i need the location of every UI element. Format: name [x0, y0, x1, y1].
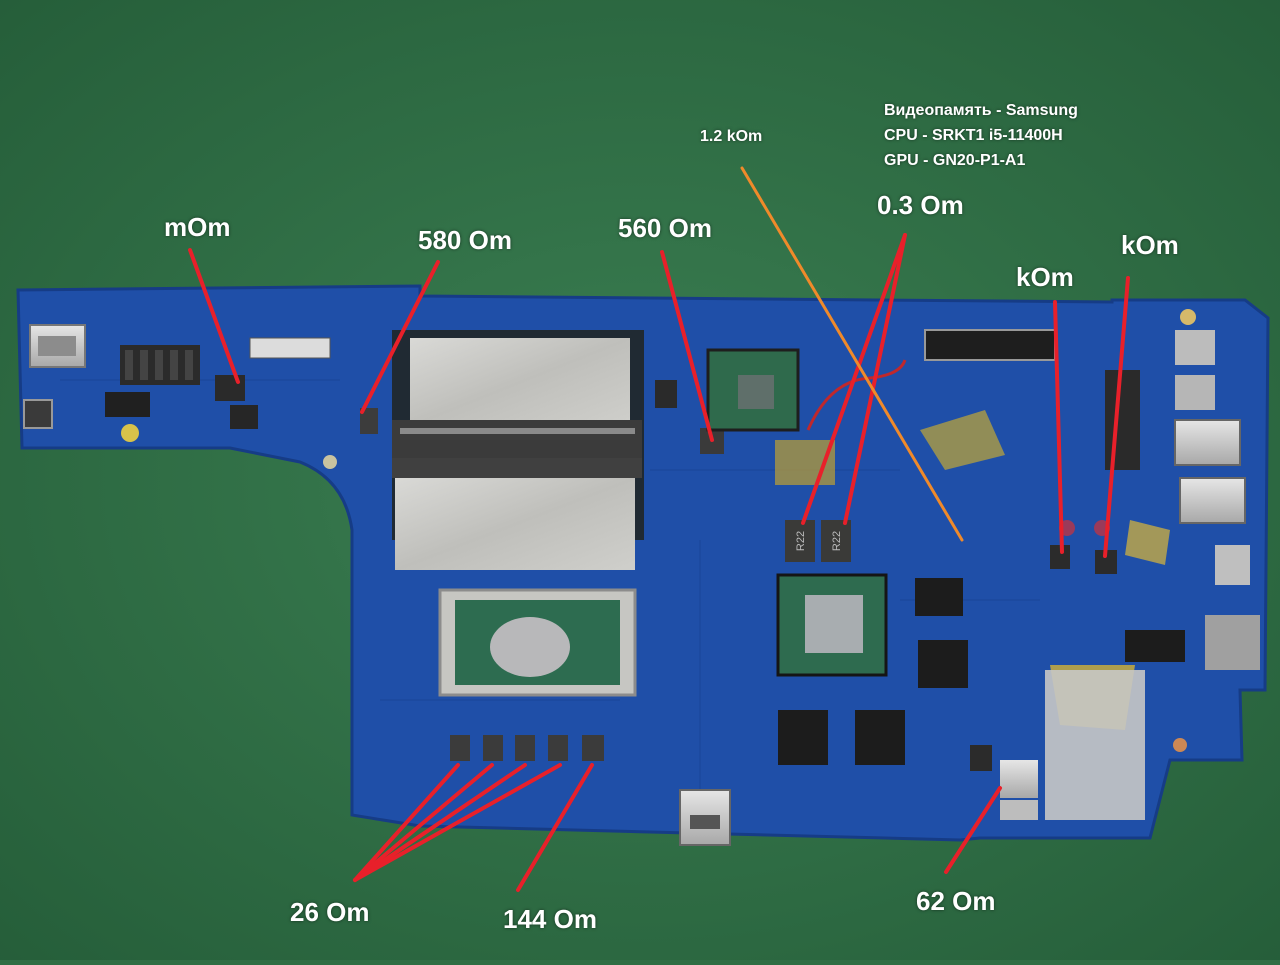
label-mom: mOm [164, 212, 231, 242]
component-info-block: Видеопамять - Samsung CPU - SRKT1 i5-114… [884, 98, 1078, 173]
label-580-om: 580 Om [418, 225, 512, 255]
arrow-580 [360, 260, 440, 414]
cpu-info: CPU - SRKT1 i5-11400H [884, 127, 1063, 144]
arrow-26-a [353, 763, 460, 882]
label-kom-left: kOm [1016, 262, 1074, 292]
arrow-26-b [353, 763, 494, 882]
label-kom-right: kOm [1121, 230, 1179, 260]
label-1-2-kom: 1.2 kOm [700, 128, 763, 145]
vram-info: Видеопамять - Samsung [884, 102, 1078, 119]
arrow-144 [516, 763, 594, 892]
arrow-560 [660, 250, 714, 442]
arrow-kom-right [1103, 276, 1130, 558]
arrow-03-b [843, 233, 907, 525]
arrow-03-a [801, 233, 907, 525]
annotation-arrows [188, 233, 1130, 892]
arrow-26-c [353, 763, 527, 882]
r22-marking-a: R22 [795, 531, 807, 551]
cpu-die-thermal-paste [490, 617, 570, 677]
ram-module-top [410, 338, 630, 426]
label-144-om: 144 Om [503, 904, 597, 934]
label-0-3-om: 0.3 Om [877, 190, 964, 220]
label-26-om: 26 Om [290, 897, 370, 927]
arrow-kom-left [1053, 300, 1064, 554]
ram-module-bottom [395, 478, 635, 570]
label-62-om: 62 Om [916, 886, 996, 916]
label-560-om: 560 Om [618, 213, 712, 243]
r22-marking-b: R22 [831, 531, 843, 551]
arrow-62 [944, 786, 1002, 874]
arrow-12k [740, 166, 964, 542]
gpu-info: GPU - GN20-P1-A1 [884, 152, 1026, 169]
arrow-26-d [353, 763, 562, 882]
arrow-mom [188, 248, 240, 384]
